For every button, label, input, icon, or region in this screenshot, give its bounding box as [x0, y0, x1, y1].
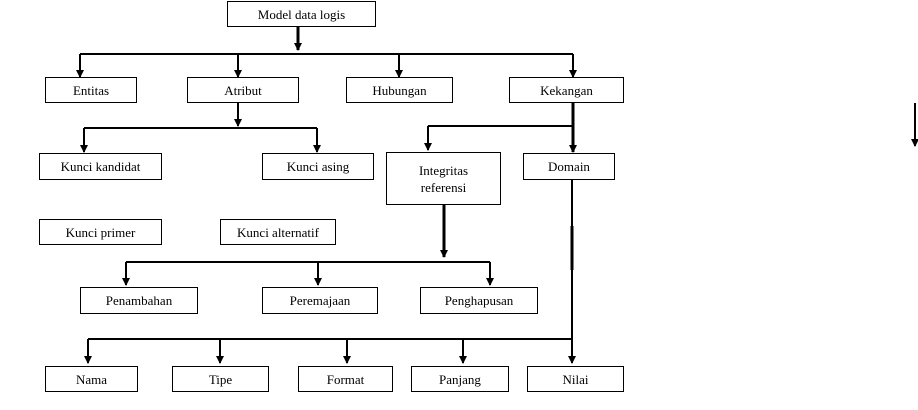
node-model-data-logis: Model data logis [227, 1, 376, 27]
root-branch [76, 26, 577, 78]
node-entitas: Entitas [45, 77, 137, 103]
node-kunci-kandidat: Kunci kandidat [39, 153, 162, 180]
node-atribut: Atribut [187, 77, 299, 103]
node-hubungan: Hubungan [346, 77, 453, 103]
node-peremajaan: Peremajaan [262, 287, 378, 314]
integritas-branch [122, 205, 494, 286]
node-nilai: Nilai [527, 366, 624, 392]
node-kunci-primer: Kunci primer [39, 219, 162, 245]
node-panjang: Panjang [411, 366, 509, 392]
node-tipe: Tipe [172, 366, 269, 392]
node-kunci-alternatif: Kunci alternatif [220, 219, 336, 245]
node-integritas-referensi: Integritas referensi [386, 152, 501, 205]
atribut-branch [80, 102, 321, 153]
node-kunci-asing: Kunci asing [262, 153, 374, 180]
node-nama: Nama [45, 366, 138, 392]
node-penghapusan: Penghapusan [420, 287, 538, 314]
node-penambahan: Penambahan [80, 287, 198, 314]
node-format: Format [298, 366, 393, 392]
kekangan-branch [424, 102, 577, 153]
node-domain: Domain [523, 153, 615, 180]
domain-branch [84, 180, 576, 364]
node-kekangan: Kekangan [509, 77, 624, 103]
